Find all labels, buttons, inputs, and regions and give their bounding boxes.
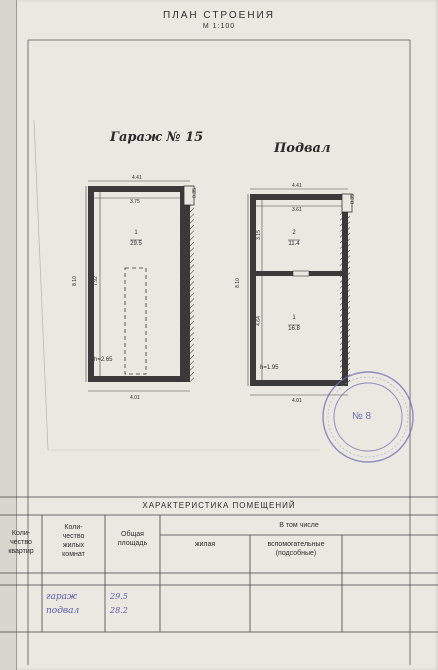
scale-label: М 1:100 (202, 23, 236, 30)
col-quarters: Коли- чество квартир (8, 530, 34, 555)
basement-room1-number: 1 (292, 315, 296, 321)
basement-plan (247, 188, 353, 396)
basement-dim-left-outer: 8.10 (234, 278, 241, 288)
basement-room2-area: 11.4 (288, 241, 300, 247)
garage-dim-bottom: 4.01 (130, 395, 140, 401)
basement-dim-top: 4.41 (292, 183, 302, 189)
row-garage-name: гараж (46, 592, 78, 602)
col-total-area: Общая площадь (117, 531, 148, 547)
basement-dim-inner-top: 3.61 (292, 207, 302, 213)
garage-dim-corner: 0.35 (191, 188, 198, 198)
basement-height: h=1.95 (260, 365, 279, 371)
garage-dim-inner-top: 3.75 (130, 199, 140, 205)
col-including: В том числе (279, 522, 319, 529)
basement-dim-room1-height: 4.64 (255, 316, 262, 326)
garage-room-number: 1 (134, 230, 138, 236)
garage-plan (85, 180, 195, 392)
frame-guide (33, 119, 49, 451)
basement-title: Подвал (274, 141, 331, 156)
garage-dim-top: 4.41 (132, 175, 142, 181)
stamp-number: № 8 (352, 411, 372, 422)
row-basement-area: 28.2 (110, 606, 128, 615)
garage-title: Гараж № 15 (110, 130, 204, 145)
basement-room1-area: 16.8 (288, 326, 300, 332)
rooms-table-grid (0, 496, 438, 633)
garage-room-area: 29.5 (130, 241, 142, 247)
garage-dim-left-outer: 8.10 (71, 276, 78, 286)
row-garage-area: 29.5 (110, 592, 128, 601)
basement-dim-corner: 0.35 (349, 194, 356, 204)
document-title: ПЛАН СТРОЕНИЯ (163, 10, 275, 21)
round-stamp (322, 371, 414, 463)
document-sheet (16, 0, 438, 670)
col-living-rooms: Коли- чество жилых комнат (62, 524, 85, 558)
col-aux-area: вспомогательные (подсобные) (267, 541, 325, 557)
table-title: ХАРАКТЕРИСТИКА ПОМЕЩЕНИЙ (142, 501, 296, 510)
row-basement-name: подвал (46, 606, 80, 616)
col-living-area: жилая (194, 541, 216, 548)
garage-height: h=2.65 (94, 357, 113, 363)
garage-dim-left-inner: 7.92 (92, 276, 99, 286)
basement-dim-bottom: 4.01 (292, 398, 302, 404)
basement-room2-number: 2 (292, 230, 296, 236)
basement-dim-room2-height: 3.15 (255, 230, 262, 240)
